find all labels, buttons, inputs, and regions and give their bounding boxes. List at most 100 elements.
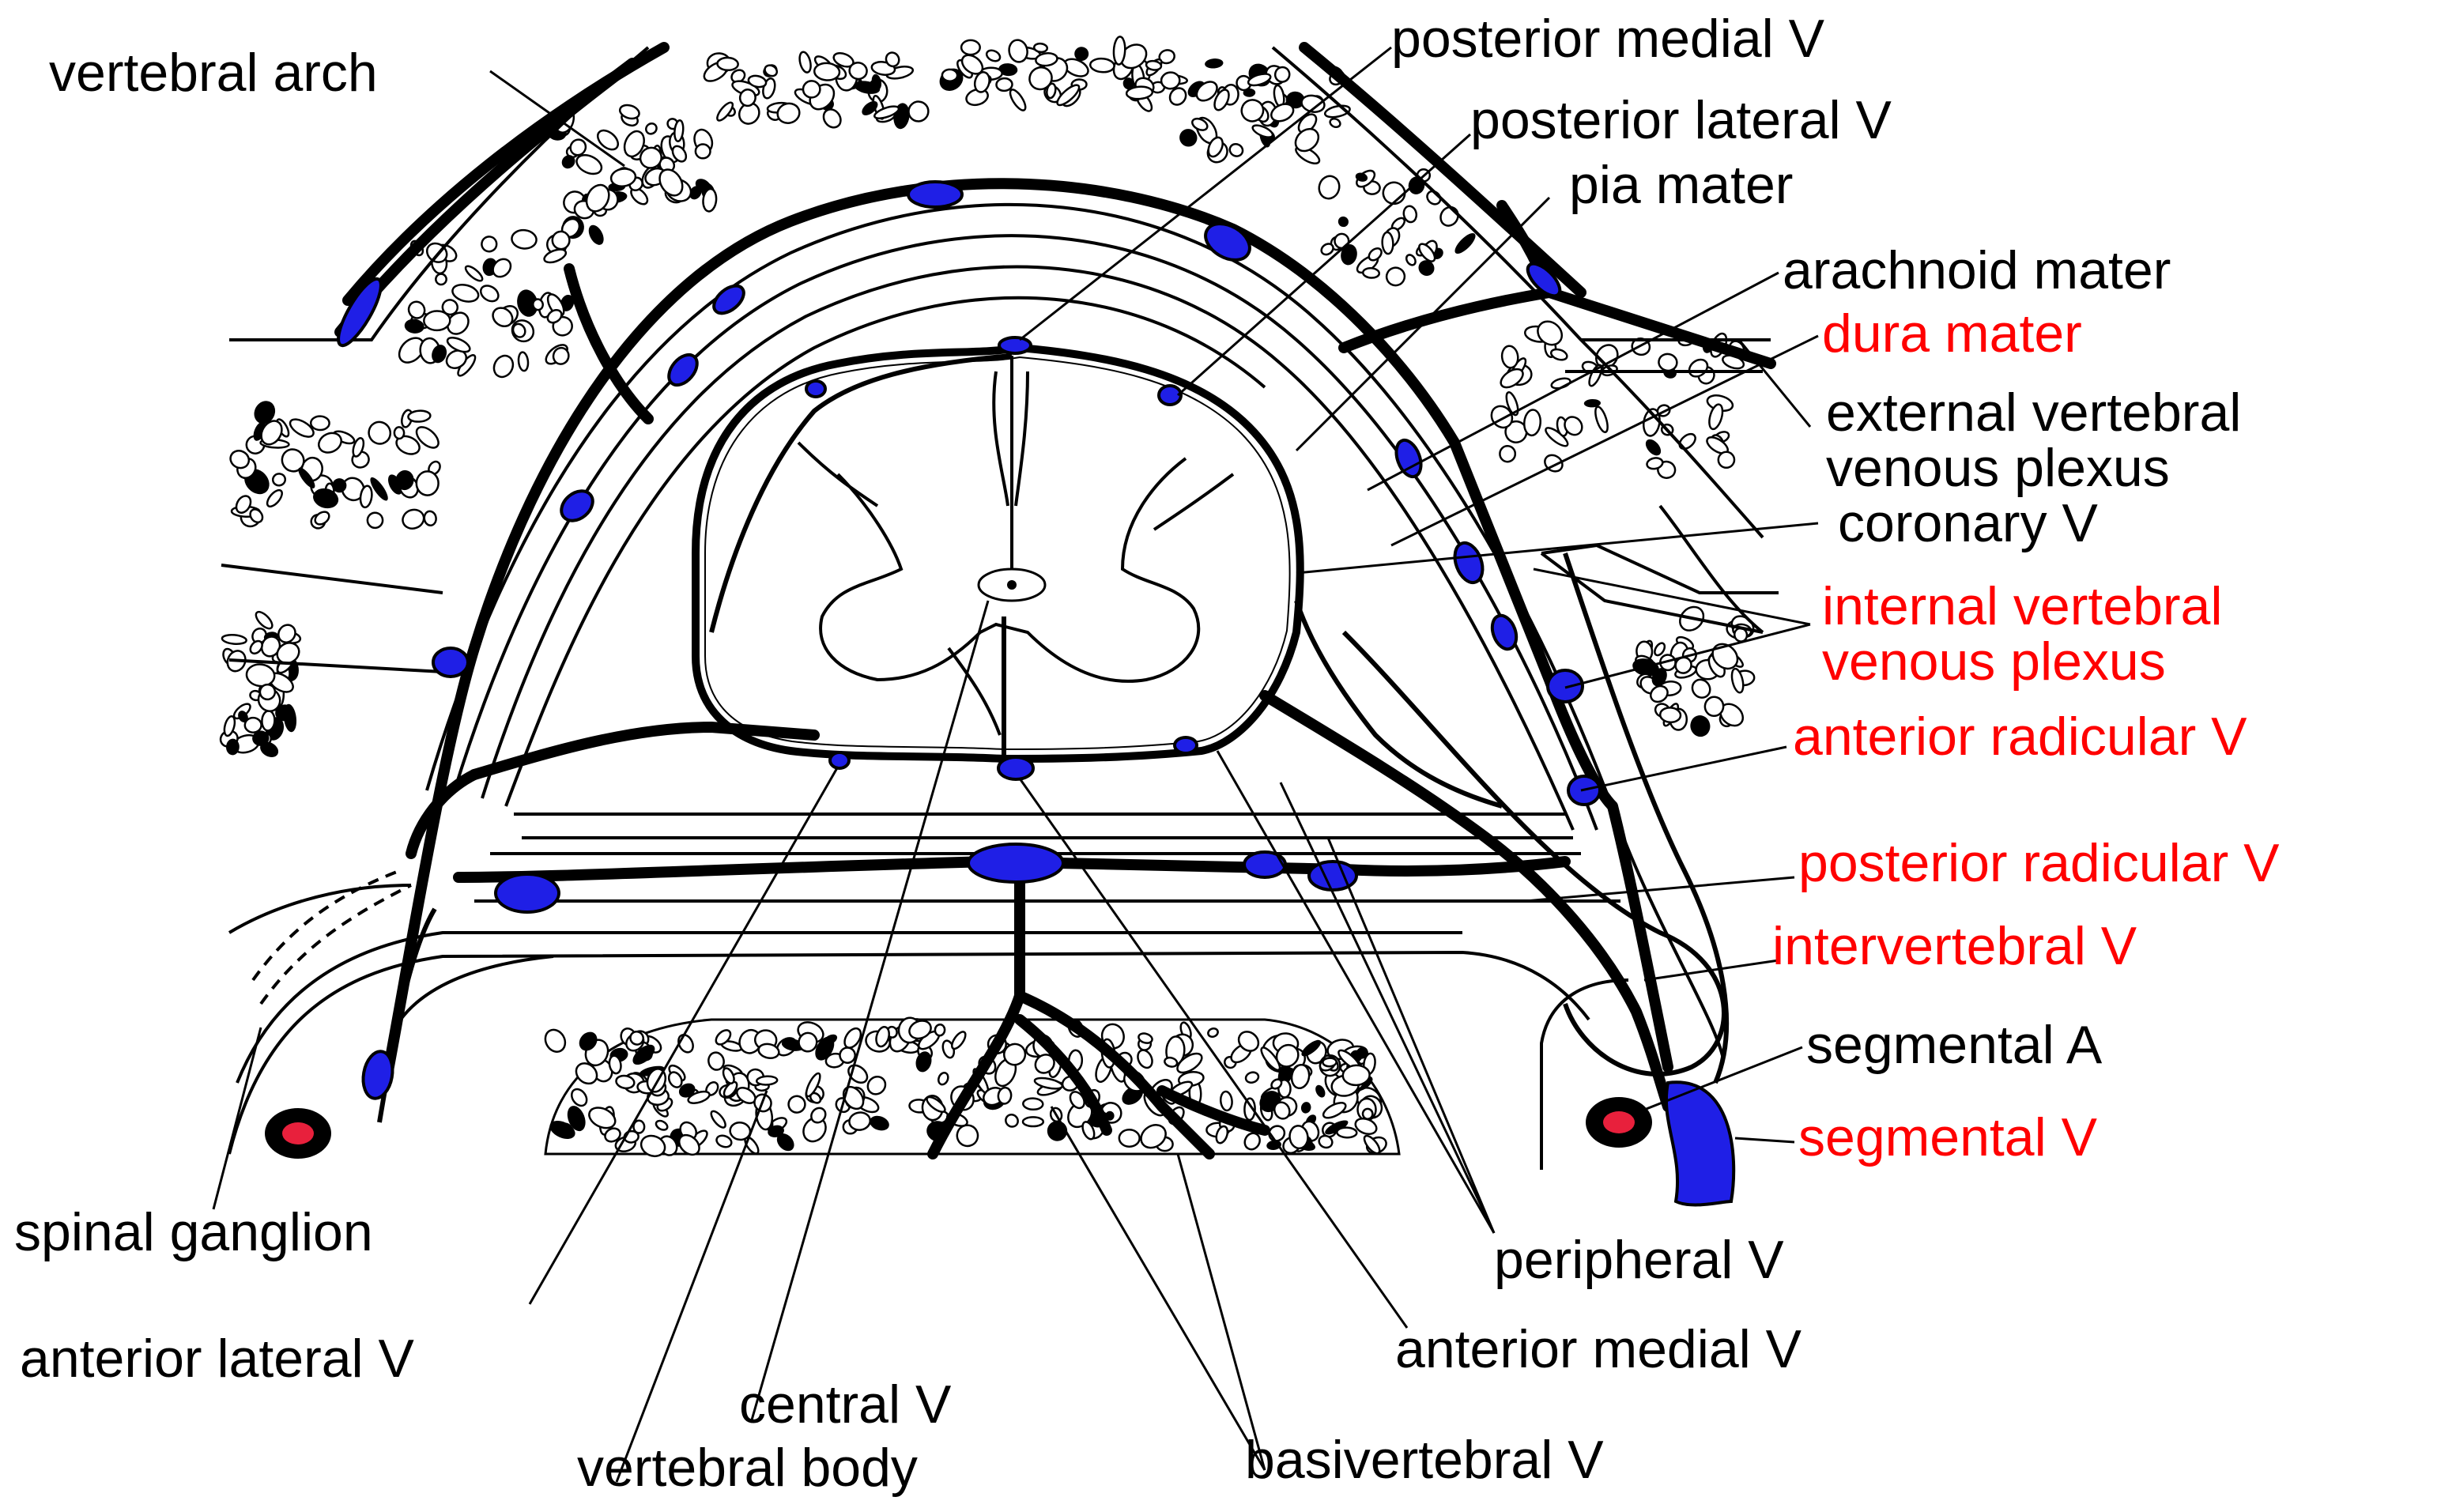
- bone-cell: [1290, 1063, 1311, 1090]
- bone-cell: [1244, 1071, 1260, 1084]
- bone-cell: [1273, 66, 1291, 83]
- bone-cell: [359, 485, 373, 509]
- bone-cell: [1418, 260, 1435, 277]
- bone-cell: [309, 415, 330, 432]
- bone-cell: [575, 154, 603, 175]
- bone-cell: [283, 703, 297, 733]
- bone-cell: [1385, 266, 1406, 287]
- bone-cell: [1355, 172, 1368, 182]
- bone-cell: [1646, 457, 1664, 470]
- leader-lines: [212, 46, 1819, 1483]
- bone-cell: [755, 1075, 779, 1086]
- label-intervertebral-v: intervertebral V: [1772, 916, 2137, 976]
- bone-cell: [1294, 127, 1320, 153]
- bone-cell: [407, 300, 426, 319]
- bone-cell: [492, 258, 512, 278]
- bone-cell: [1645, 439, 1662, 456]
- label-arachnoid-mater: arachnoid mater: [1783, 240, 2171, 300]
- bone-cell: [757, 1043, 780, 1059]
- bone-cell: [588, 224, 604, 245]
- bone-cell: [1711, 643, 1739, 670]
- bone-cell: [1288, 1125, 1309, 1150]
- bone-cell: [532, 298, 544, 311]
- bone-cell: [1112, 36, 1126, 66]
- label-anterior-medial-v: anterior medial V: [1395, 1319, 1802, 1379]
- bone-cell: [1454, 232, 1476, 255]
- label-dura-mater: dura mater: [1822, 304, 2082, 364]
- bone-cell: [1549, 348, 1568, 361]
- bone-cell: [1069, 1091, 1085, 1110]
- bone-cell: [1285, 91, 1305, 109]
- bone-cell: [551, 230, 571, 251]
- bone-cell: [1381, 231, 1394, 255]
- bone-cell: [843, 1027, 862, 1049]
- bone-cell: [1022, 1097, 1044, 1111]
- bone-cell: [276, 642, 300, 665]
- bone-cell: [875, 1025, 890, 1048]
- bone-cell: [271, 473, 287, 487]
- bone-cell: [225, 738, 240, 756]
- bone-cell: [738, 89, 756, 107]
- bone-cell: [822, 108, 842, 129]
- bone-cell: [415, 470, 440, 496]
- label-vertebral-body: vertebral body: [577, 1438, 918, 1498]
- bone-cell: [1260, 1046, 1281, 1072]
- bone-cell: [802, 80, 821, 99]
- bone-cell: [1088, 57, 1115, 74]
- bone-cell: [941, 68, 959, 82]
- bone-cell: [557, 1122, 573, 1139]
- bone-cell: [479, 285, 500, 303]
- bone-cell: [1708, 403, 1724, 431]
- bone-cell: [1270, 1078, 1283, 1090]
- bone-cell: [1247, 73, 1272, 87]
- bone-cell: [934, 1023, 946, 1037]
- bone-cell: [1405, 254, 1417, 266]
- bone-cell: [689, 186, 702, 200]
- bone-cell: [776, 1133, 794, 1152]
- bone-cell: [1564, 416, 1583, 436]
- bone-cell: [415, 426, 440, 449]
- bone-cell: [1650, 684, 1669, 703]
- bone-cell: [1297, 113, 1318, 134]
- bone-cell: [848, 62, 868, 81]
- bone-cell: [1213, 89, 1230, 111]
- label-internal-vertebral-venous-plexus-1: internal vertebral: [1822, 576, 2222, 636]
- bone-cell: [298, 467, 315, 488]
- bone-cell: [1243, 1097, 1256, 1122]
- bone-cell: [255, 610, 274, 630]
- bone-cell: [1081, 1121, 1096, 1141]
- bone-cell: [585, 183, 610, 213]
- bone-cell: [1074, 47, 1089, 62]
- bone-cell: [1032, 42, 1049, 54]
- bone-cell: [511, 322, 526, 338]
- bone-cell: [1363, 1134, 1381, 1155]
- bone-cell: [588, 1107, 617, 1129]
- bone-cell: [678, 1083, 696, 1098]
- bone-cell: [1583, 398, 1601, 408]
- bone-cell: [839, 1046, 856, 1064]
- bone-cell: [249, 508, 264, 524]
- bone-cell: [1499, 444, 1517, 463]
- bone-cell: [511, 228, 538, 250]
- bone-cell: [618, 104, 640, 120]
- bone-cell: [266, 488, 283, 508]
- bone-cell: [1035, 52, 1058, 67]
- bone-cell: [260, 420, 283, 446]
- bone-cell: [862, 100, 878, 115]
- bone-cell: [854, 81, 881, 94]
- bone-cell: [1301, 1039, 1322, 1057]
- label-posterior-lateral-v: posterior lateral V: [1470, 90, 1892, 150]
- bone-cell: [1322, 1102, 1347, 1119]
- bone-cell: [885, 51, 900, 68]
- bone-cell: [1195, 81, 1218, 102]
- bone-cell: [261, 710, 276, 732]
- bone-cell: [787, 1095, 806, 1114]
- bone-cell: [609, 168, 637, 187]
- bone-cell: [370, 477, 388, 501]
- bone-cell: [258, 683, 277, 701]
- bone-cell: [1730, 667, 1745, 694]
- vertebral-body-bone: [544, 1016, 1401, 1158]
- bone-cell: [1137, 1032, 1153, 1044]
- bone-cell: [544, 1028, 567, 1053]
- label-segmental-v: segmental V: [1798, 1107, 2098, 1167]
